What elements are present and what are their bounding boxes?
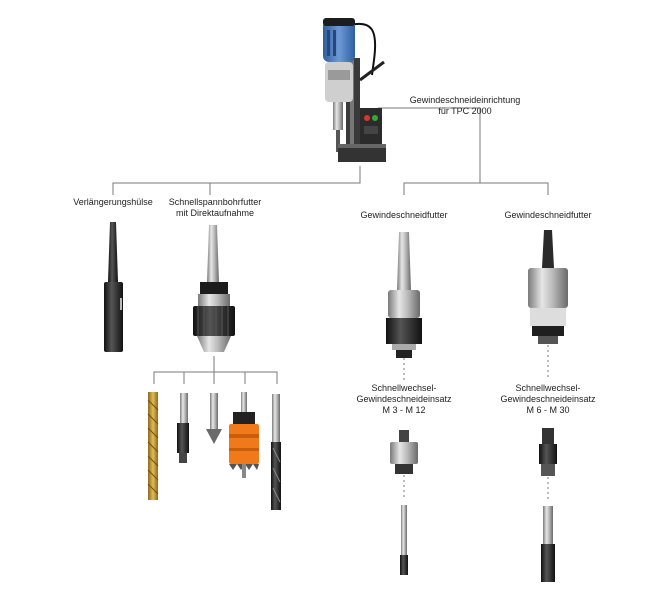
label-tapping-chuck-right: Gewindeschneidfutter: [504, 210, 592, 220]
tap-large-image: [541, 506, 555, 582]
quick-chuck-image: [193, 225, 235, 352]
label-threading-device: Gewindeschneideinrichtung für TPC 2000: [409, 95, 521, 116]
label-extension-sleeve: Verlängerungshülse: [73, 197, 153, 207]
label-tapping-chuck-left: Gewindeschneidfutter: [360, 210, 448, 220]
twist-drill-image: [147, 392, 159, 500]
tap-small-image: [400, 505, 408, 575]
countersink-image: [206, 393, 222, 444]
label-insert-large: Schnellwechsel- Gewindeschneideinsatz M …: [500, 383, 596, 415]
insert-small-image: [390, 430, 418, 474]
insert-large-image: [539, 428, 557, 476]
step-drill-image: [177, 393, 189, 463]
tapping-chuck-right-image: [528, 230, 568, 344]
label-insert-small: Schnellwechsel- Gewindeschneideinsatz M …: [356, 383, 452, 415]
extension-sleeve-image: [104, 222, 123, 352]
tapping-chuck-left-image: [386, 232, 422, 358]
magnetic-drill-image: [323, 18, 386, 162]
reamer-image: [271, 394, 281, 510]
label-quick-chuck: Schnellspannbohrfutter mit Direktaufnahm…: [168, 197, 262, 218]
connector-lines: [112, 107, 549, 502]
hole-saw-image: [229, 392, 259, 478]
